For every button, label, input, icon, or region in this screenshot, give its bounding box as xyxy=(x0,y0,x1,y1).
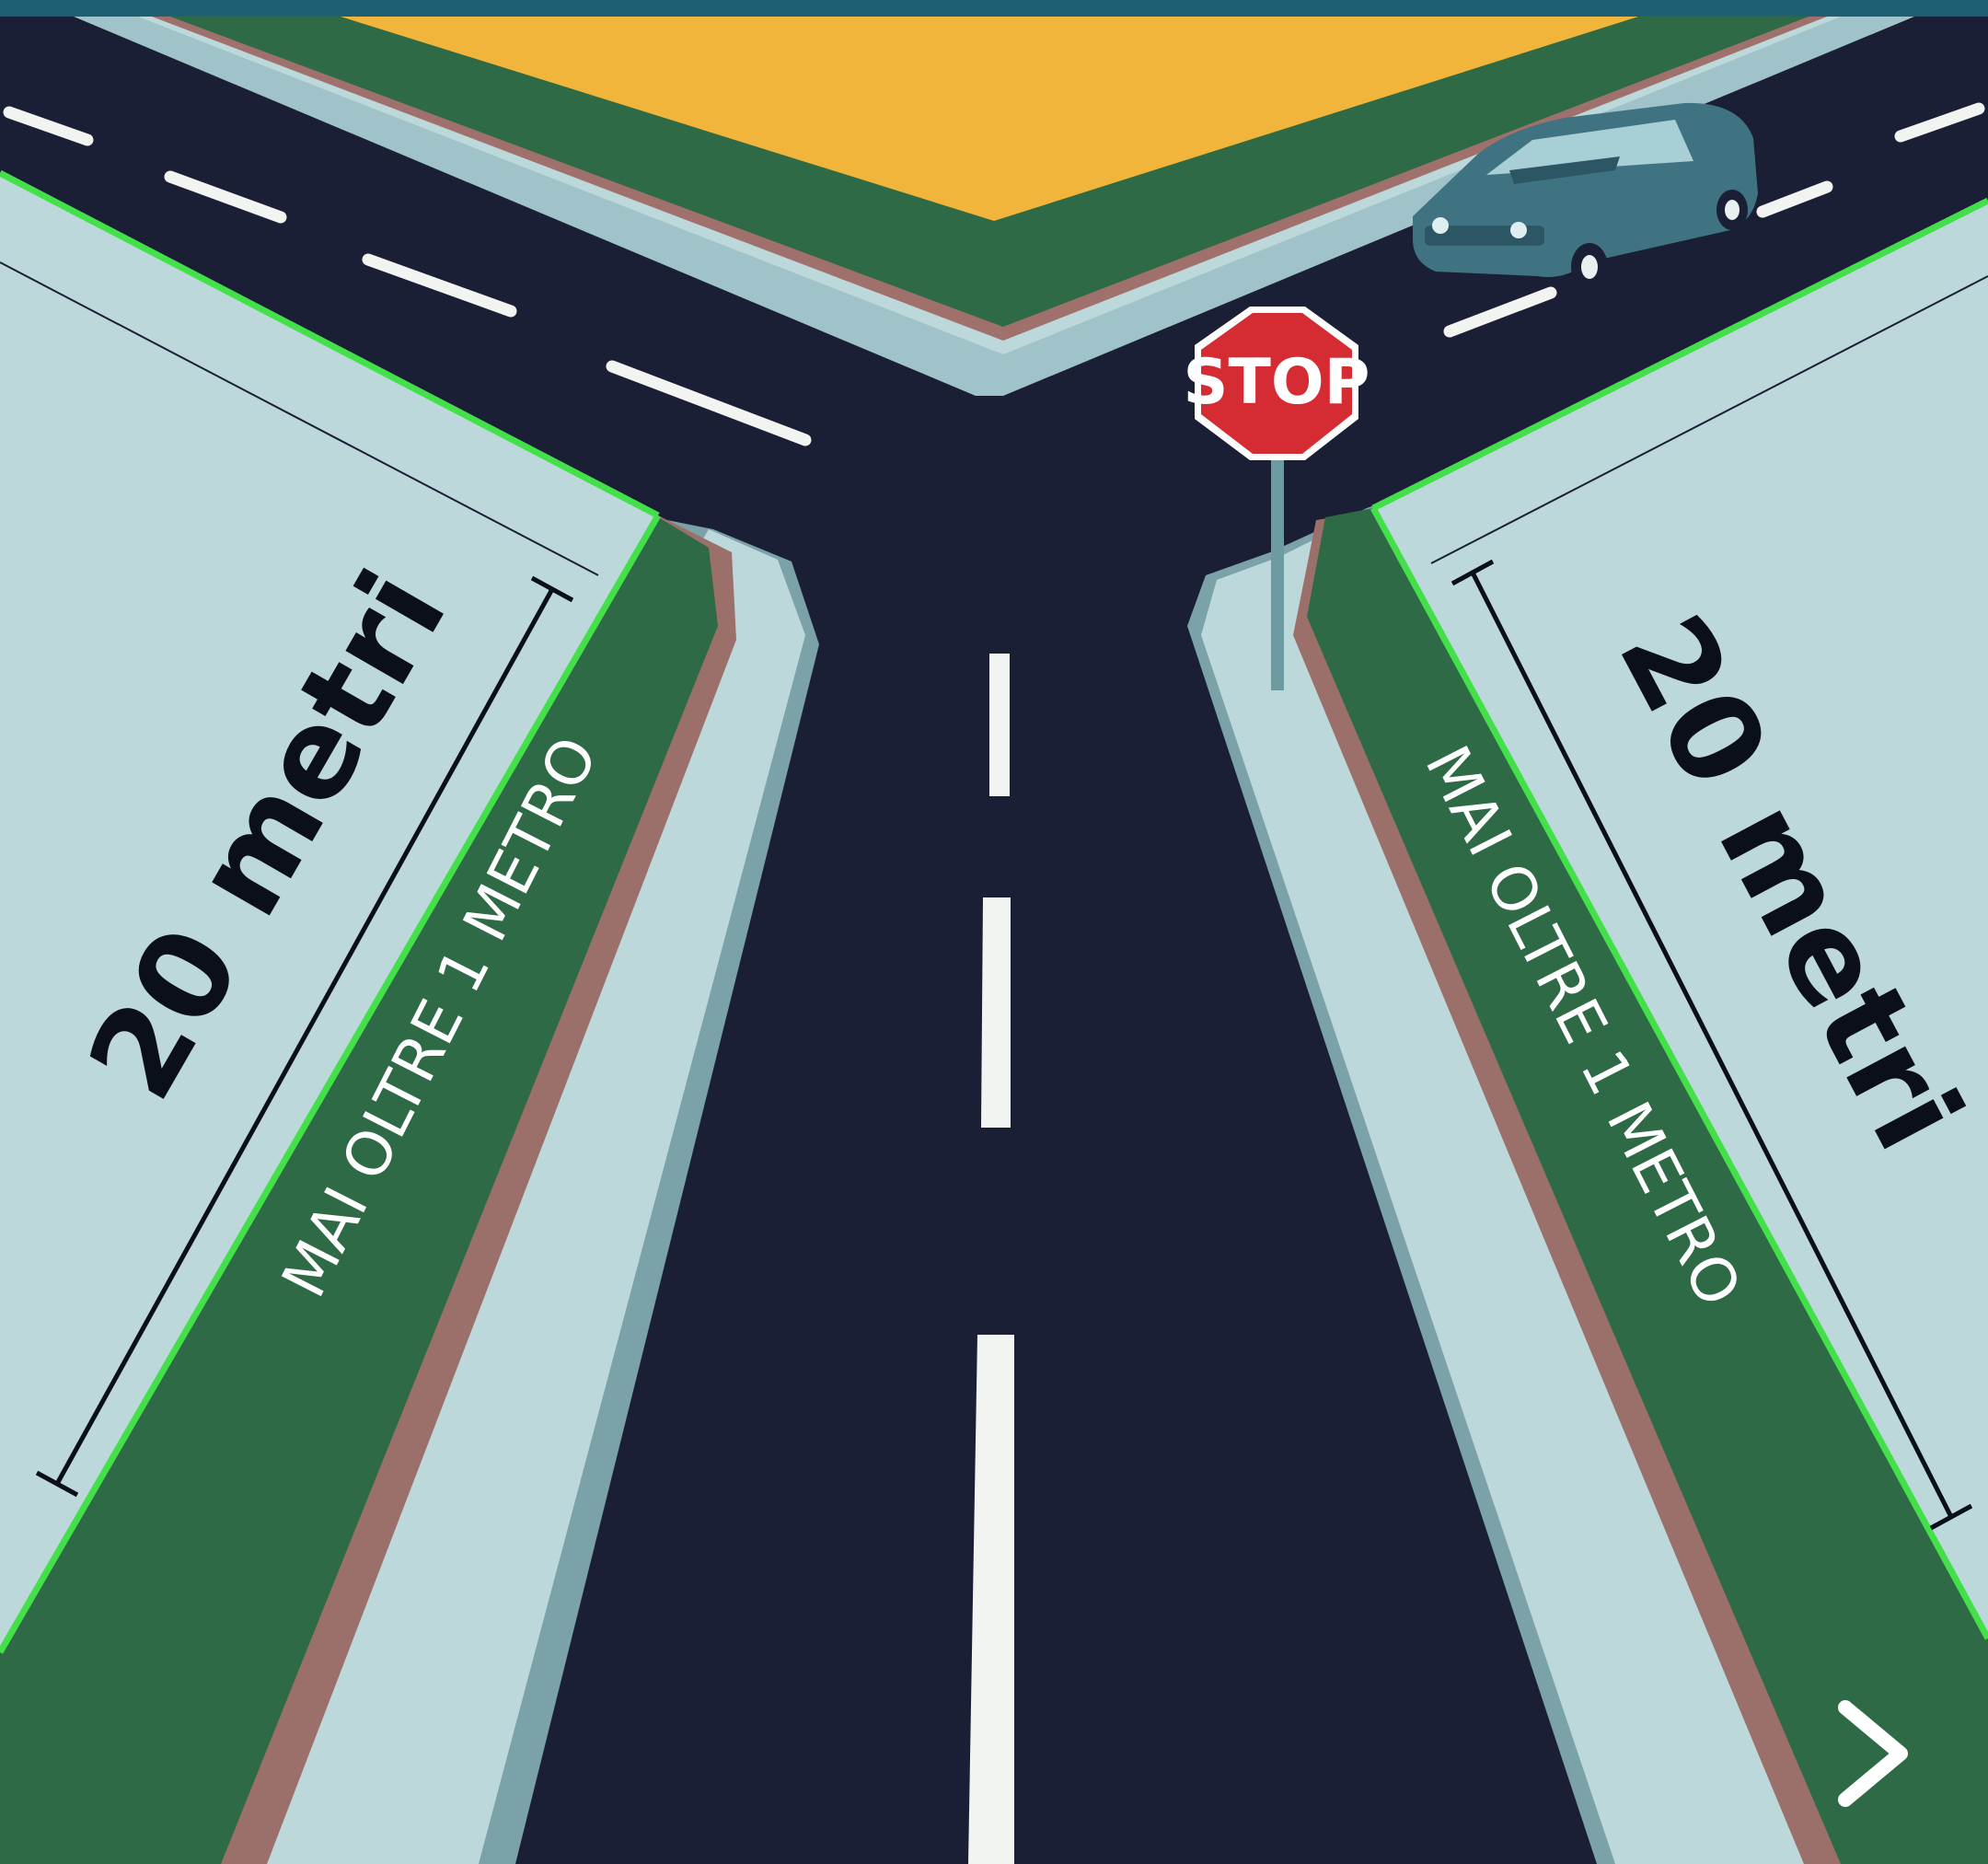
stop-sign-post xyxy=(1271,460,1284,690)
chevron-right-icon xyxy=(1818,1698,1928,1809)
next-button[interactable] xyxy=(1818,1698,1928,1809)
stop-sign-label: STOP xyxy=(1183,346,1370,419)
top-bar xyxy=(0,0,1988,17)
